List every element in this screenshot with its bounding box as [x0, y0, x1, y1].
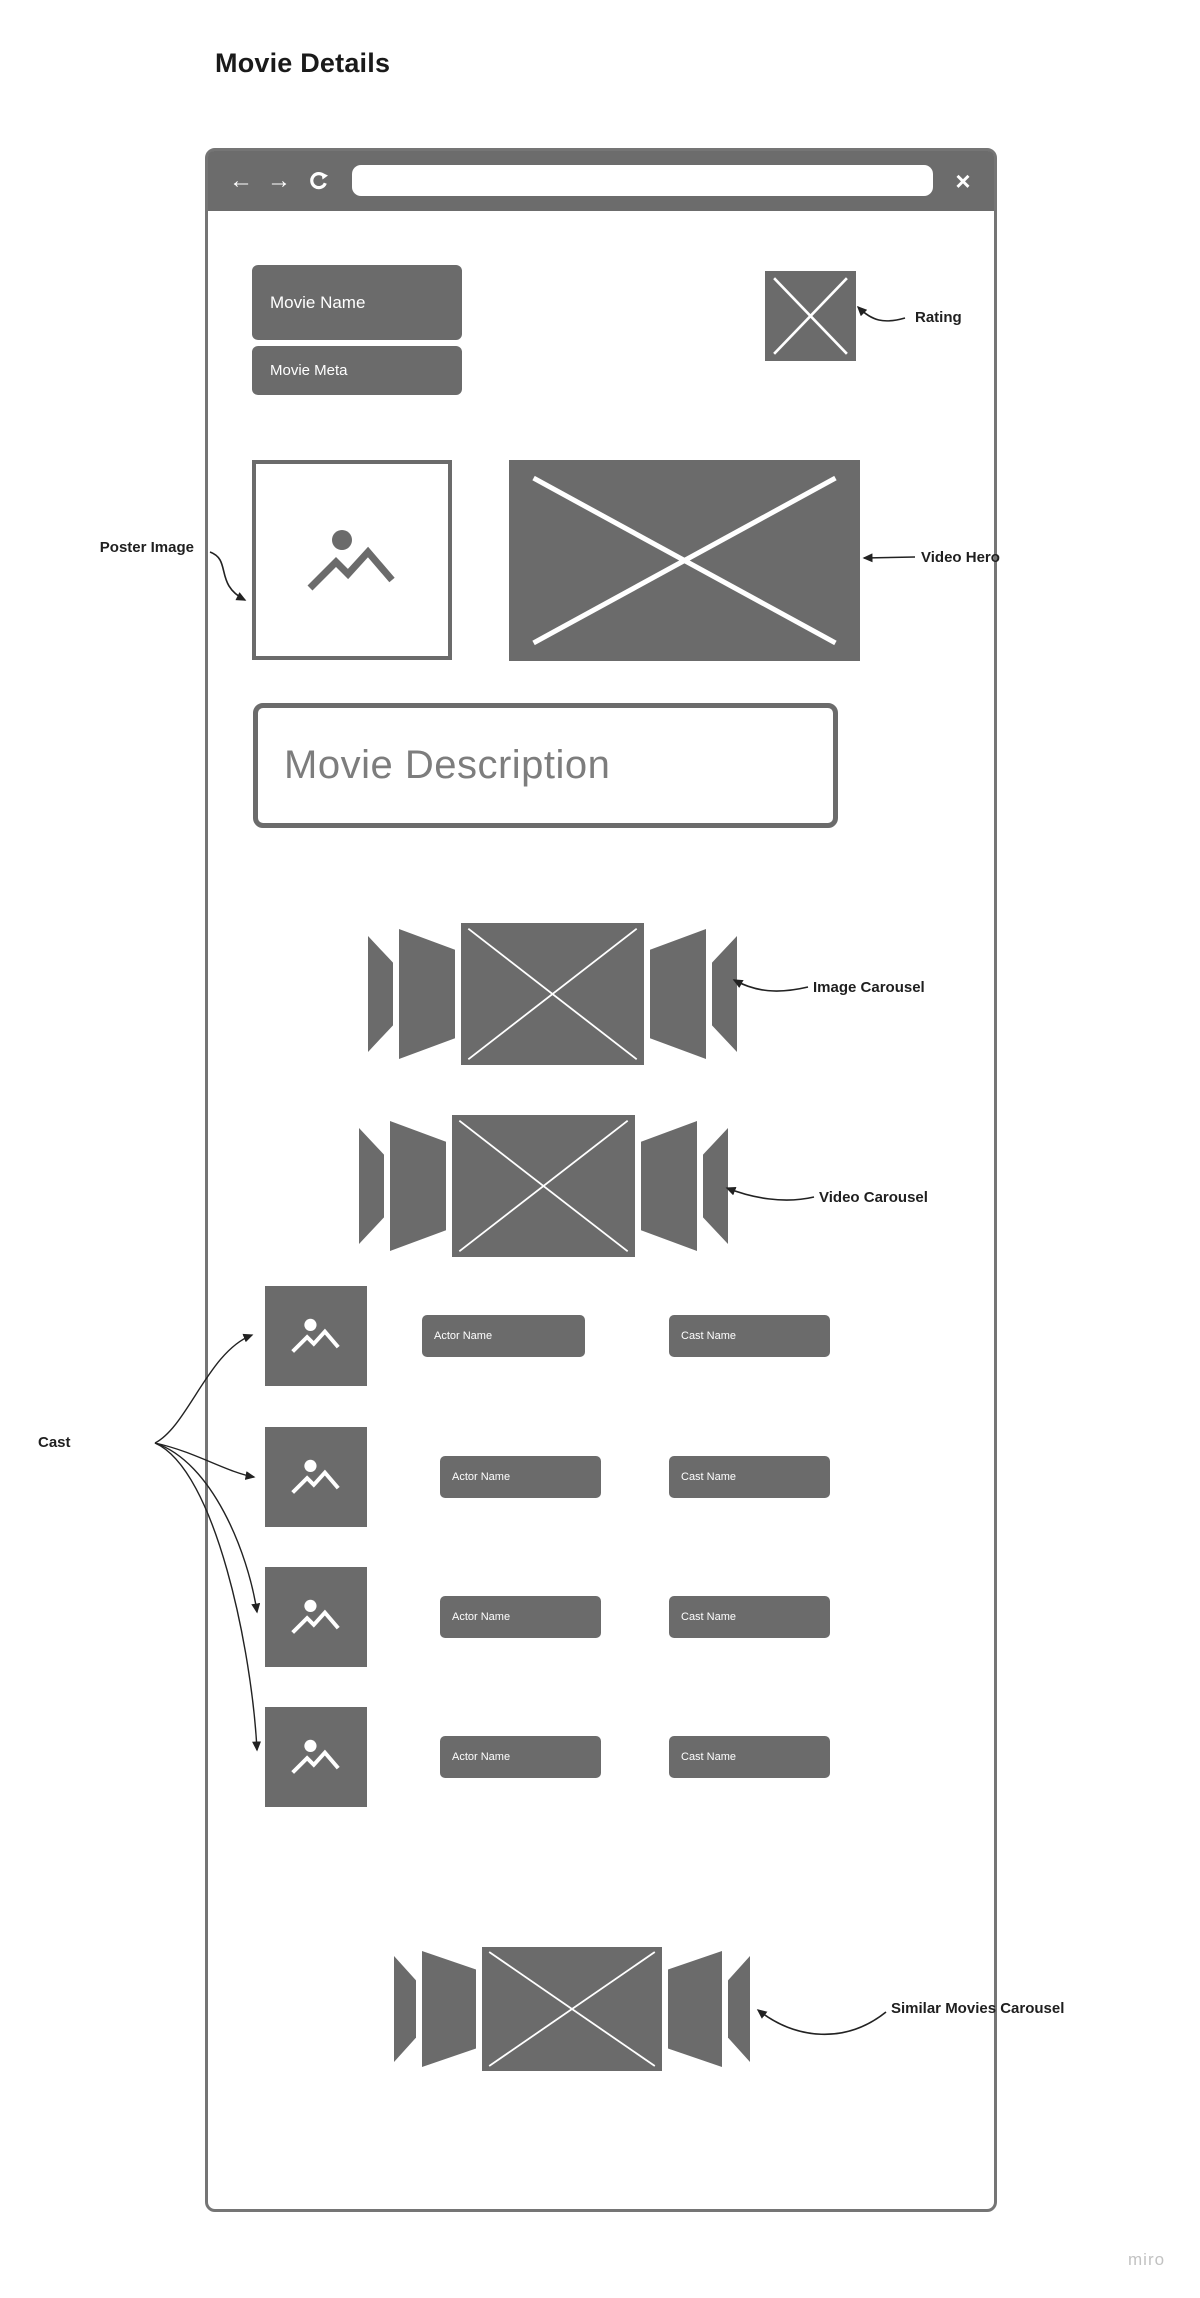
image-placeholder-icon [307, 530, 395, 591]
miro-watermark: miro [1128, 2250, 1166, 2269]
carousel-panel [359, 1128, 384, 1244]
image-placeholder-icon [291, 1599, 340, 1634]
image-carousel[interactable] [368, 923, 737, 1065]
carousel-panel [712, 936, 737, 1052]
actor-name-box[interactable]: Actor Name [422, 1315, 585, 1357]
cast-name-label: Cast Name [681, 1611, 737, 1623]
cast-name-box[interactable]: Cast Name [669, 1315, 830, 1357]
annotation-cast: Cast [38, 1434, 71, 1451]
refresh-icon-glyph [310, 172, 328, 190]
cast-photo-placeholder[interactable] [265, 1707, 367, 1807]
close-icon[interactable]: × [955, 165, 971, 196]
annotation-image-carousel: Image Carousel [813, 979, 925, 996]
x-placeholder-icon [452, 1115, 635, 1257]
similar-movies-carousel[interactable] [394, 1947, 750, 2071]
cast-name-box[interactable]: Cast Name [669, 1596, 830, 1638]
movie-description-box[interactable]: Movie Description [253, 703, 838, 828]
annotation-video-carousel: Video Carousel [819, 1189, 928, 1206]
carousel-panel [728, 1956, 750, 2062]
annotation-rating: Rating [915, 309, 962, 326]
carousel-panel [703, 1128, 728, 1244]
actor-name-label: Actor Name [452, 1751, 511, 1763]
actor-name-label: Actor Name [434, 1330, 493, 1342]
cast-name-label: Cast Name [681, 1471, 737, 1483]
page-title: Movie Details [215, 48, 391, 78]
image-placeholder-icon [291, 1318, 340, 1353]
cast-photo-placeholder[interactable] [265, 1567, 367, 1667]
image-placeholder-icon [291, 1739, 340, 1774]
url-input[interactable] [352, 165, 933, 196]
browser-toolbar: ← → × [208, 151, 994, 211]
image-placeholder-icon [291, 1459, 340, 1494]
cast-name-label: Cast Name [681, 1751, 737, 1763]
annotation-similar-movies-carousel: Similar Movies Carousel [891, 2000, 1065, 2017]
video-carousel[interactable] [359, 1115, 728, 1257]
carousel-panel [422, 1951, 476, 2067]
cast-photo-placeholder[interactable] [265, 1286, 367, 1386]
x-placeholder-icon [482, 1947, 662, 2071]
x-placeholder-icon [461, 923, 644, 1065]
refresh-icon[interactable] [304, 151, 334, 211]
movie-description-label: Movie Description [284, 743, 611, 787]
carousel-current-slide [461, 923, 644, 1065]
movie-name-label: Movie Name [270, 292, 366, 312]
cast-name-box[interactable]: Cast Name [669, 1456, 830, 1498]
carousel-panel [368, 936, 393, 1052]
actor-name-box[interactable]: Actor Name [440, 1596, 601, 1638]
actor-name-box[interactable]: Actor Name [440, 1456, 601, 1498]
back-icon[interactable]: ← [229, 167, 253, 194]
cast-name-label: Cast Name [681, 1330, 737, 1342]
movie-meta-label: Movie Meta [270, 362, 348, 379]
forward-icon[interactable]: → [267, 167, 291, 194]
poster-image-placeholder[interactable] [252, 460, 452, 660]
actor-name-label: Actor Name [452, 1471, 511, 1483]
cast-photo-placeholder[interactable] [265, 1427, 367, 1527]
rating-placeholder[interactable] [765, 271, 856, 361]
movie-name-box[interactable]: Movie Name [252, 265, 462, 340]
carousel-current-slide [482, 1947, 662, 2071]
video-hero-placeholder[interactable] [509, 460, 860, 661]
actor-name-label: Actor Name [452, 1611, 511, 1623]
carousel-panel [668, 1951, 722, 2067]
actor-name-box[interactable]: Actor Name [440, 1736, 601, 1778]
carousel-panel [394, 1956, 416, 2062]
carousel-panel [399, 929, 455, 1059]
annotation-poster-image: Poster Image [99, 539, 194, 556]
movie-meta-box[interactable]: Movie Meta [252, 346, 462, 395]
carousel-panel [390, 1121, 446, 1251]
annotation-video-hero: Video Hero [921, 549, 1000, 566]
cast-name-box[interactable]: Cast Name [669, 1736, 830, 1778]
browser-window: ← → × Movie Name Movie Meta [205, 148, 997, 2212]
x-placeholder-icon [509, 460, 860, 661]
carousel-panel [641, 1121, 697, 1251]
carousel-current-slide [452, 1115, 635, 1257]
x-placeholder-icon [765, 271, 856, 361]
carousel-panel [650, 929, 706, 1059]
